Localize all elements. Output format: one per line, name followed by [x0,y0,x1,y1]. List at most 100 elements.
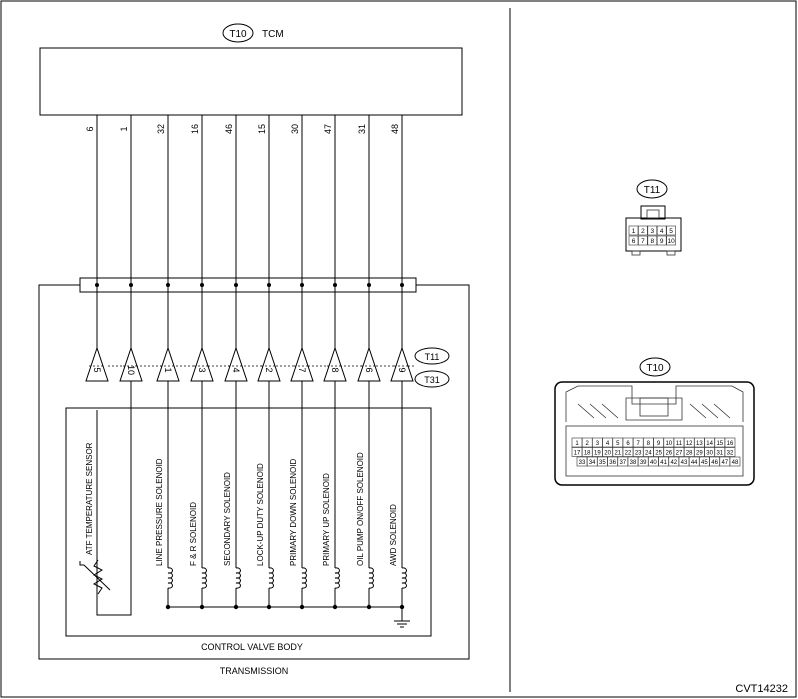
component-label: PRIMARY UP SOLENOID [322,473,331,566]
t10-pin-number: 2 [586,441,590,447]
inline-connector-strip [79,277,417,293]
component-label: LOCK-UP DUTY SOLENOID [256,463,265,566]
terminal-number: 3 [197,367,207,372]
tcm-pin-number: 47 [323,124,333,134]
t10-pin-number: 26 [665,451,672,457]
component-label: ATF TEMPERATURE SENSOR [85,442,94,555]
solenoid-coil-icon [201,567,207,589]
t10-pin-number: 4 [606,441,610,447]
t10-pin-number: 48 [732,460,739,466]
tcm-connector-tag-oval [222,23,254,43]
t10-latch-inner [639,397,669,417]
control-valve-body-box [65,407,432,637]
t11-pin-cell [656,235,667,246]
t10-pin-number: 17 [574,451,581,457]
t10-pin-cell [724,437,736,448]
t11-latch [640,205,666,220]
t10-pin-number: 15 [716,441,723,447]
t10-pin-number: 13 [696,441,703,447]
t11-pin-number: 6 [632,238,636,245]
t10-pin-number: 34 [589,460,596,466]
t11-pin-cell [666,225,676,236]
thermistor-icon [92,559,104,595]
t10-latch [625,397,683,421]
t10-pin-number: 5 [616,441,620,447]
t10-pin-number: 36 [609,460,616,466]
t11-connector-tag-oval [636,179,668,199]
solenoid-coil-icon [235,567,241,589]
junction-dot [200,283,204,287]
solenoid-coil-icon [401,567,407,589]
t11-pin-number: 2 [641,228,645,235]
t10-pin-number: 19 [594,451,601,457]
t11-tag: T11 [425,352,440,362]
tcm-connector-tag: T10 [229,29,247,40]
t10-pin-number: 8 [647,441,651,447]
junction-dot [166,283,170,287]
t11-pin-number: 4 [660,228,664,235]
component-label: LINE PRESSURE SOLENOID [155,458,164,566]
terminal-triangle [156,346,180,382]
t10-housing [554,381,755,486]
t10-pin-number: 47 [721,460,728,466]
t10-pin-cell [724,447,736,457]
terminal-number: 6 [364,367,374,372]
t11-key-right [666,250,676,256]
t10-pin-number: 40 [650,460,657,466]
t10-pin-number: 7 [637,441,641,447]
terminal-triangle [257,346,281,382]
terminal-triangle [357,346,381,382]
thermistor-arrow-line [83,564,111,591]
t11-latch-inner [646,209,660,219]
t10-pin-number: 44 [691,460,698,466]
wire-2: 110 [119,115,143,382]
terminal-number: 5 [92,367,102,372]
t10-pin-number: 25 [655,451,662,457]
t11-pin-cell [628,235,639,246]
t10-pin-number: 11 [676,441,683,447]
junction-dot [129,283,133,287]
t10-hatch-left-3 [601,403,619,419]
t11-pin-cell [638,235,648,246]
t10-pin-number: 29 [696,451,703,457]
t10-hatch-left-1 [577,403,595,419]
t11-pin-number: 8 [650,238,654,245]
solenoid-coil-icon [167,567,173,589]
t10-pin-number: 30 [706,451,713,457]
t10-pin-number: 18 [584,451,591,457]
t10-pin-number: 39 [640,460,647,466]
tcm-pin-number: 1 [119,126,129,131]
t10-pin-number: 9 [657,441,661,447]
t10-connector-tag: T10 [646,363,664,374]
component-label: OIL PUMP ON/OFF SOLENOID [356,452,365,566]
terminal-triangle [323,346,347,382]
solenoid-coil-icon [368,567,374,589]
terminal-number: 7 [297,367,307,372]
t10-pin-number: 3 [596,441,600,447]
junction-dot [333,283,337,287]
t11-pin-cell [656,225,667,236]
t31-tag: T31 [424,375,440,385]
tcm-pin-number: 48 [390,124,400,134]
t10-pin-number: 22 [625,451,632,457]
tcm-pin-number: 30 [290,124,300,134]
t10-pin-number: 16 [727,441,734,447]
transmission-label: TRANSMISSION [220,666,289,676]
t11-pin-number: 5 [669,228,673,235]
diagram-id: CVT14232 [735,683,788,695]
t11-pin-cell [638,225,648,236]
t11-connector-tag: T11 [644,185,661,196]
terminal-number: 9 [397,367,407,372]
